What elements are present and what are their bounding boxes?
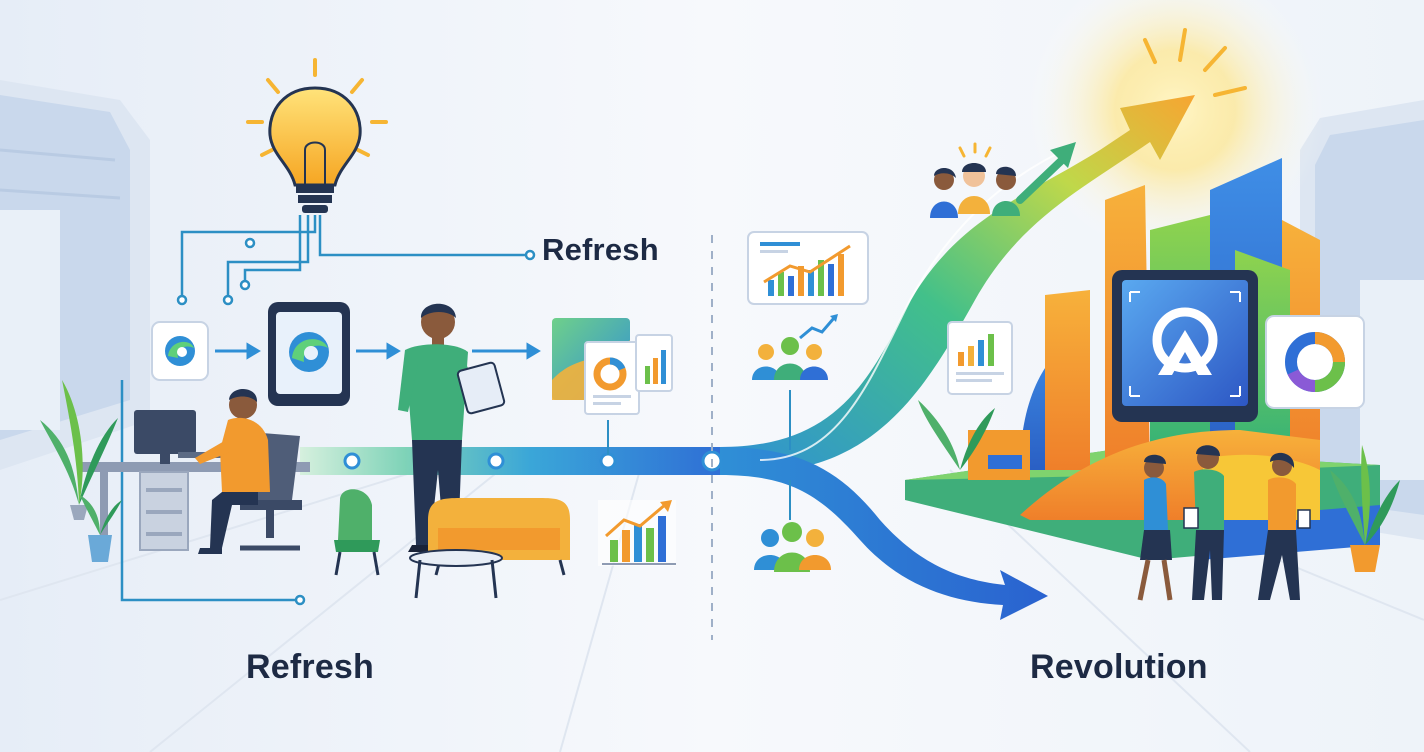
report-documents [552, 318, 673, 415]
standing-man-with-tablet [398, 303, 506, 552]
growth-arrow-up [720, 95, 1195, 475]
donut-chart-icon [1265, 315, 1365, 409]
refresh-heading-top: Refresh [542, 232, 659, 267]
lounge-furniture [334, 489, 570, 599]
step-arrows [215, 342, 541, 360]
trend-up-chart-icon [598, 500, 676, 566]
walking-team [1137, 445, 1311, 601]
main-flow-band [300, 447, 720, 475]
flow-arrow-down [720, 447, 1048, 620]
team-top-right [930, 142, 1020, 218]
right-plants [918, 400, 1400, 572]
bar-chart-card [947, 321, 1013, 395]
flow-nodes [343, 450, 723, 472]
left-plants [40, 380, 122, 562]
refresh-heading-bottom: Refresh [246, 648, 375, 686]
sun-rays [1143, 28, 1247, 97]
small-trend-arrow [1016, 142, 1076, 204]
people-group-bottom-icon [754, 522, 831, 572]
left-office-window [0, 80, 150, 470]
people-group-icon [752, 314, 838, 380]
circuit-nodes [176, 237, 536, 606]
ai-monitor-icon [1112, 270, 1258, 422]
flow-arrow-thin [759, 144, 1076, 461]
lightbulb-icon [246, 58, 388, 213]
desk-worker [80, 388, 310, 554]
revolution-heading: Revolution [1030, 648, 1208, 686]
growth-chart-card [747, 231, 869, 305]
circuit-lines [120, 215, 530, 602]
swirl-logo-icon [151, 321, 209, 381]
tablet-icon [268, 302, 350, 406]
